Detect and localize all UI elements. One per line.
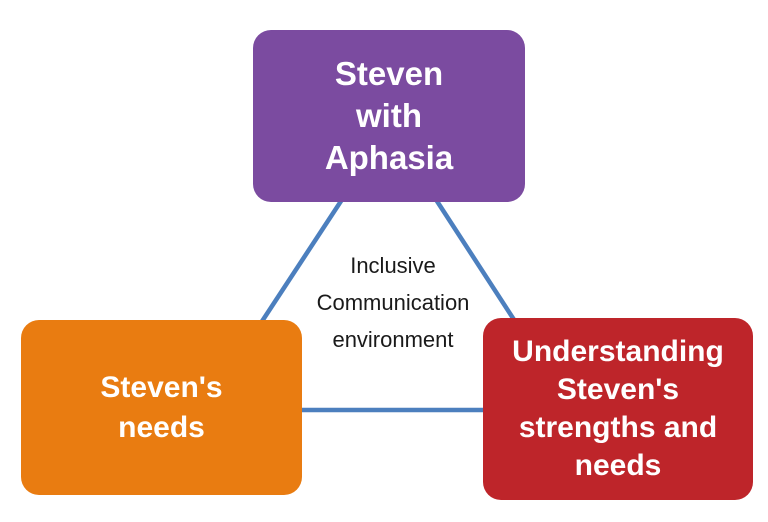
node-text-line: strengths and: [518, 411, 718, 444]
node-stevens-needs: Steven's needs: [21, 320, 302, 495]
node-text-line: with: [356, 97, 422, 134]
node-text-line: Steven's: [100, 370, 223, 404]
node-text-line: Understanding: [512, 335, 724, 368]
center-label-line: Communication: [316, 290, 470, 315]
node-text-line: Steven's: [556, 373, 680, 406]
center-label-inclusive-communication-environment: Inclusive Communication environment: [273, 247, 513, 358]
node-steven-with-aphasia: Steven with Aphasia: [253, 30, 525, 202]
node-text-line: needs: [574, 449, 662, 482]
center-label-line: environment: [332, 327, 454, 352]
node-understanding-strengths-needs: Understanding Steven's strengths and nee…: [483, 318, 753, 500]
node-text-line: Aphasia: [324, 139, 454, 176]
connector-line-top-right: [431, 193, 524, 334]
node-text-line: needs: [118, 410, 205, 444]
connector-line-top-left: [253, 193, 347, 334]
node-text-line: Steven: [334, 55, 444, 92]
center-label-line: Inclusive: [350, 253, 436, 278]
